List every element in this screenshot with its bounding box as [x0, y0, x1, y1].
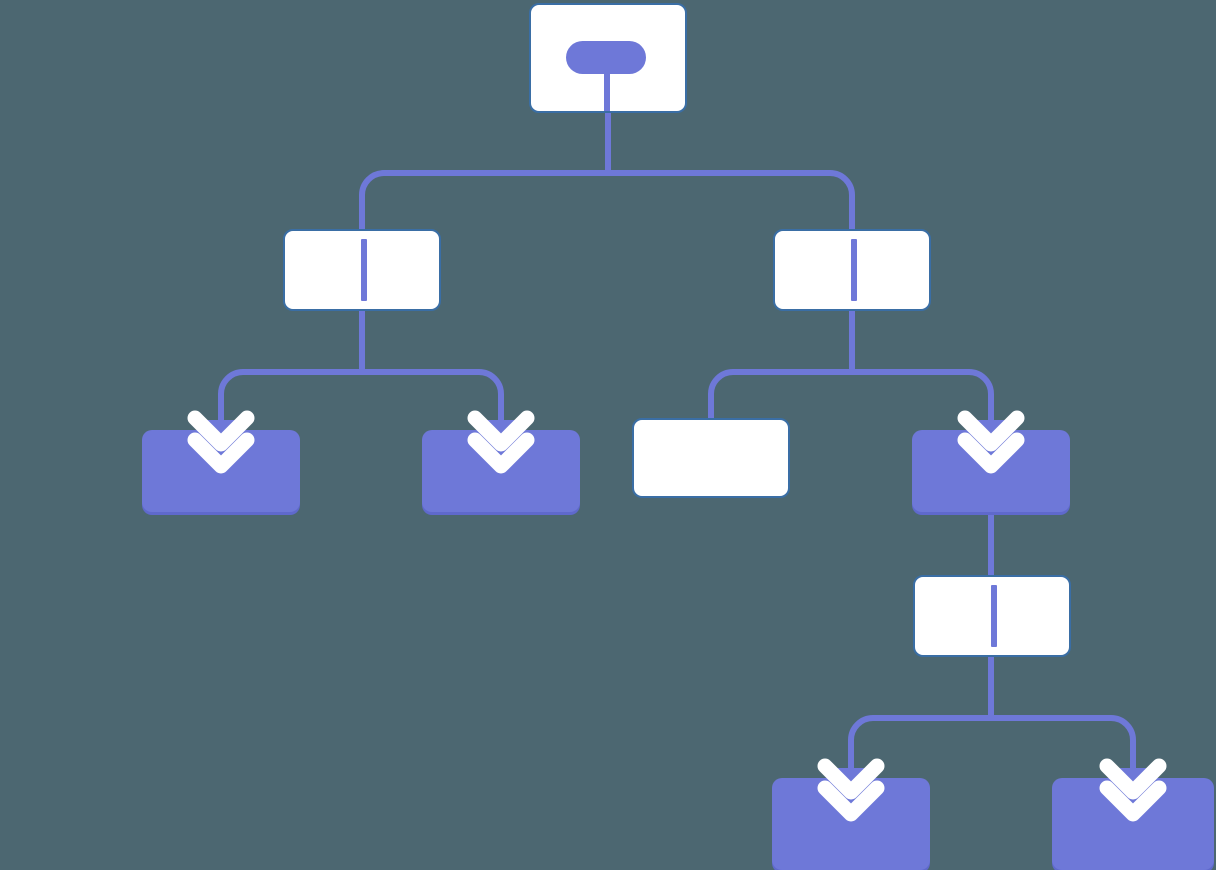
node-level2-right[interactable] — [773, 229, 931, 311]
root-pill-stem — [604, 67, 610, 111]
pass-through-line — [361, 239, 367, 301]
node-level4[interactable] — [913, 575, 1071, 657]
node-level3-d[interactable] — [912, 430, 1070, 512]
edge-n1-n2 — [359, 170, 608, 229]
node-root[interactable] — [529, 3, 687, 113]
node-level3-b[interactable] — [422, 430, 580, 512]
node-level2-left[interactable] — [283, 229, 441, 311]
node-level3-c[interactable] — [632, 418, 790, 498]
edge-n1-n3 — [608, 170, 855, 229]
node-level5-right[interactable] — [1052, 778, 1214, 870]
pass-through-line — [851, 239, 857, 301]
pass-through-line — [991, 585, 997, 647]
node-level5-left[interactable] — [772, 778, 930, 870]
edge-n3-n6 — [708, 369, 852, 420]
node-level3-a[interactable] — [142, 430, 300, 512]
